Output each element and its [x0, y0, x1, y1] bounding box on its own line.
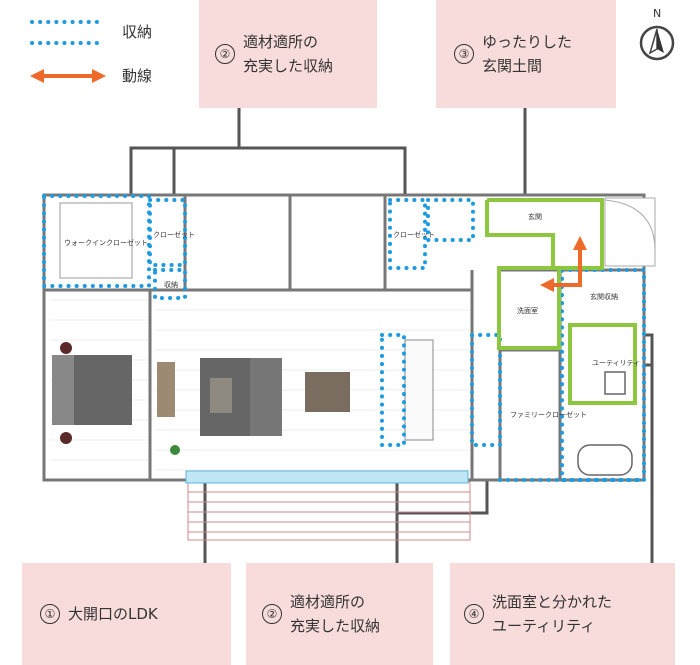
- legend-storage: 収納: [122, 21, 152, 42]
- callout-2-bottom-text: 適材適所の 充実した収納: [290, 593, 381, 635]
- callout-1-bottom-text: 大開口のLDK: [68, 605, 158, 623]
- wood-deck: [187, 481, 471, 541]
- flow-arrow: [540, 236, 587, 292]
- legend-arrow-swatch: [30, 69, 106, 83]
- callout-1-bottom: ① 大開口のLDK: [22, 563, 231, 665]
- callout-3-top-text: ゆったりした 玄関土間: [482, 33, 573, 75]
- callout-4-bottom-text: 洗面室と分かれた ユーティリティ: [492, 593, 613, 635]
- room-label-utility: ユーティリティ: [592, 359, 641, 367]
- callout-4-bottom-number: ④: [464, 604, 484, 624]
- north-compass: N: [637, 7, 677, 63]
- callout-2-top-text: 適材適所の 充実した収納: [243, 33, 334, 75]
- room-label-entrance-storage: 玄関収納: [590, 293, 618, 301]
- callout-2-bottom-number: ②: [262, 604, 282, 624]
- room-label-closet-left: クローゼット: [153, 231, 195, 239]
- callout-2-top: ② 適材適所の 充実した収納: [199, 0, 377, 108]
- window-large: [185, 470, 469, 484]
- callout-3-top-number: ③: [454, 44, 474, 64]
- north-letter: N: [653, 7, 662, 20]
- bed: [52, 342, 132, 444]
- room-label-washroom: 洗面室: [517, 307, 538, 315]
- storage-dots: [42, 194, 646, 482]
- room-label-storage-small: 収納: [164, 281, 178, 289]
- living-furniture: [157, 339, 434, 455]
- callout-4-bottom: ④ 洗面室と分かれた ユーティリティ: [450, 563, 675, 665]
- room-label-family-closet: ファミリークローゼット: [510, 411, 587, 419]
- room-label-walkin: ウォークインクローゼット: [64, 239, 148, 247]
- highlight-areas: [485, 198, 637, 405]
- callout-3-top: ③ ゆったりした 玄関土間: [436, 0, 616, 108]
- legend-dots-swatch: [30, 20, 106, 45]
- room-label-entrance: 玄関: [528, 213, 542, 221]
- legend-flow: 動線: [122, 65, 152, 86]
- legend-flow-label: 動線: [122, 67, 153, 85]
- callout-2-bottom: ② 適材適所の 充実した収納: [246, 563, 433, 665]
- room-label-closet-right: クローゼット: [393, 231, 435, 239]
- callout-2-top-number: ②: [215, 44, 235, 64]
- callout-1-bottom-number: ①: [40, 604, 60, 624]
- legend-storage-label: 収納: [122, 23, 153, 41]
